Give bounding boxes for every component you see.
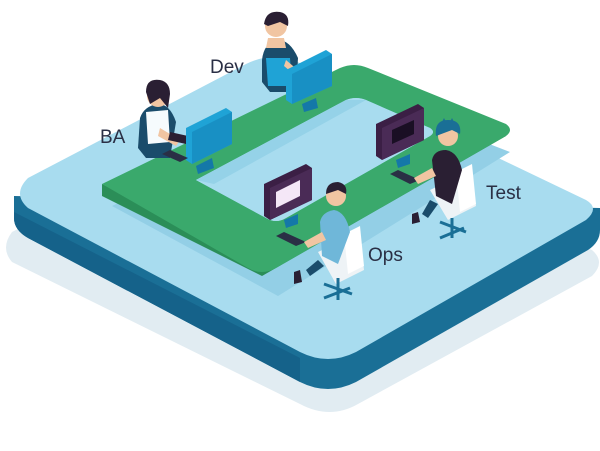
role-label-dev: Dev xyxy=(210,57,244,78)
role-label-ba: BA xyxy=(100,127,126,148)
test-person xyxy=(412,118,476,240)
role-label-ops: Ops xyxy=(368,245,403,266)
dev-monitor xyxy=(286,50,332,112)
test-monitor xyxy=(376,104,424,184)
ba-monitor xyxy=(162,108,232,174)
ops-monitor xyxy=(264,164,312,246)
role-label-test: Test xyxy=(486,183,522,204)
ops-person xyxy=(294,182,364,300)
ba-person xyxy=(138,79,188,158)
